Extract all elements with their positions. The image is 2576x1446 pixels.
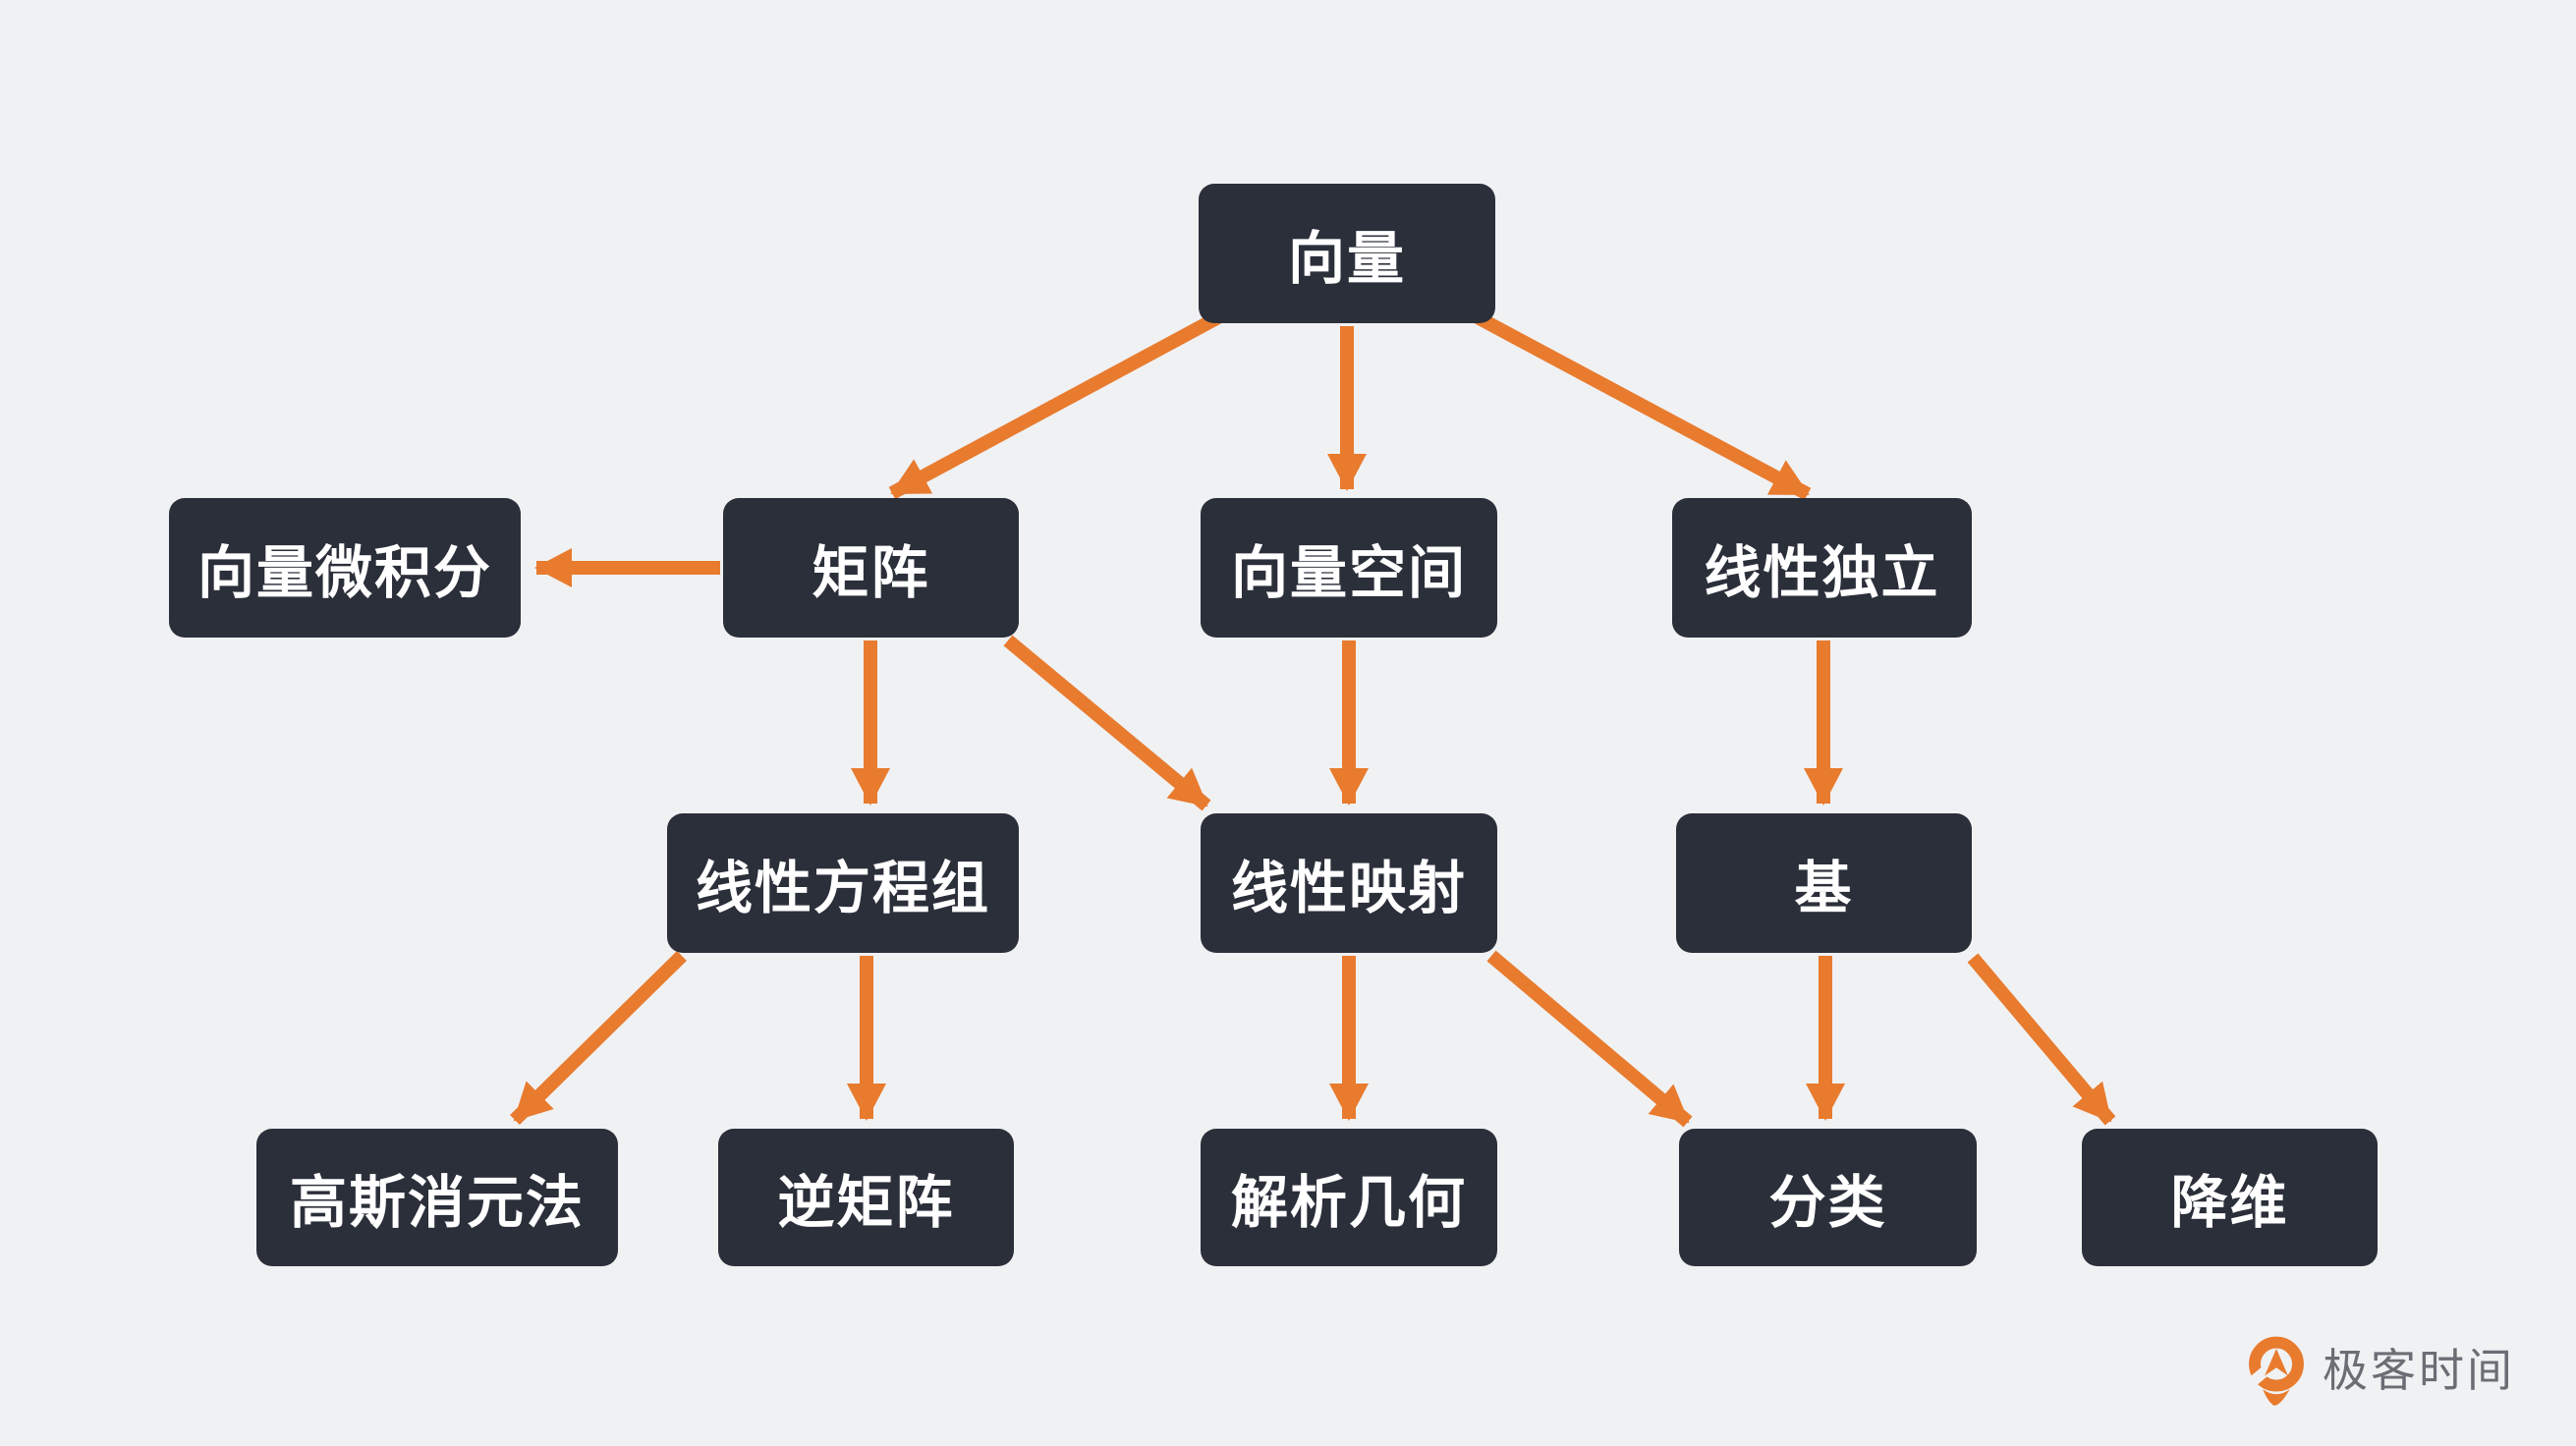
node-inverse-matrix: 逆矩阵	[718, 1129, 1014, 1266]
watermark-brand-text: 极客时间	[2323, 1345, 2515, 1396]
node-vector-calculus: 向量微积分	[169, 498, 521, 638]
node-matrix: 矩阵	[723, 498, 1019, 638]
node-vector: 向量	[1199, 184, 1495, 323]
node-gaussian-elimination: 高斯消元法	[256, 1129, 618, 1266]
edge-matrix-to-linear-mapping	[1003, 635, 1211, 811]
edge-vector-to-matrix	[888, 309, 1224, 500]
node-linear-equations: 线性方程组	[667, 813, 1019, 953]
node-vector-space: 向量空间	[1201, 498, 1497, 638]
edge-basis-to-dimensionality	[1967, 953, 2116, 1126]
node-classification: 分类	[1679, 1129, 1977, 1266]
node-basis: 基	[1676, 813, 1972, 953]
node-dimensionality-reduction: 降维	[2082, 1129, 2378, 1266]
edge-vector-to-linear-independence	[1472, 309, 1812, 501]
node-linear-independence: 线性独立	[1672, 498, 1972, 638]
node-linear-mapping: 线性映射	[1201, 813, 1497, 953]
node-analytic-geometry: 解析几何	[1201, 1129, 1497, 1266]
watermark: 极客时间	[2244, 1334, 2515, 1407]
edge-linear-equations-to-gaussian	[510, 951, 687, 1125]
edge-linear-mapping-to-classification	[1486, 950, 1693, 1128]
geektime-clock-logo-icon	[2244, 1334, 2309, 1407]
